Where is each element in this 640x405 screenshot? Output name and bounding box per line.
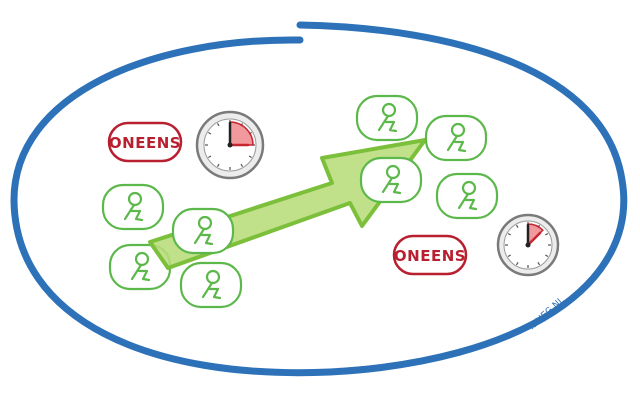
person-icon	[101, 183, 165, 231]
clock-tick	[507, 232, 511, 236]
clock-icon	[496, 213, 560, 277]
clock-tick	[537, 262, 541, 266]
boundary-ellipse	[10, 21, 628, 377]
person-icon	[171, 207, 235, 255]
oneens-badge-right: ONEENS	[392, 234, 468, 276]
clock-tick	[515, 224, 519, 228]
clock-tick	[208, 155, 212, 159]
person-icon	[355, 94, 419, 142]
oneens-badge-left: ONEENS	[107, 121, 183, 163]
person-icon	[359, 156, 423, 204]
clock-tick	[545, 254, 549, 258]
clock-tick	[248, 155, 252, 159]
person-icon	[179, 261, 243, 309]
clock-tick	[545, 232, 549, 236]
clock-tick	[240, 163, 244, 167]
clock-tick	[208, 131, 212, 135]
clock-icon	[195, 110, 265, 180]
clock-tick	[216, 163, 220, 167]
oneens-label-left: ONEENS	[109, 134, 181, 152]
oneens-label-right: ONEENS	[394, 247, 466, 265]
watermark: IDHEG.NL	[527, 296, 566, 333]
person-icon	[424, 114, 488, 162]
clock-tick	[216, 123, 220, 127]
clock-tick	[515, 262, 519, 266]
clock-tick	[507, 254, 511, 258]
person-icon	[435, 172, 499, 220]
